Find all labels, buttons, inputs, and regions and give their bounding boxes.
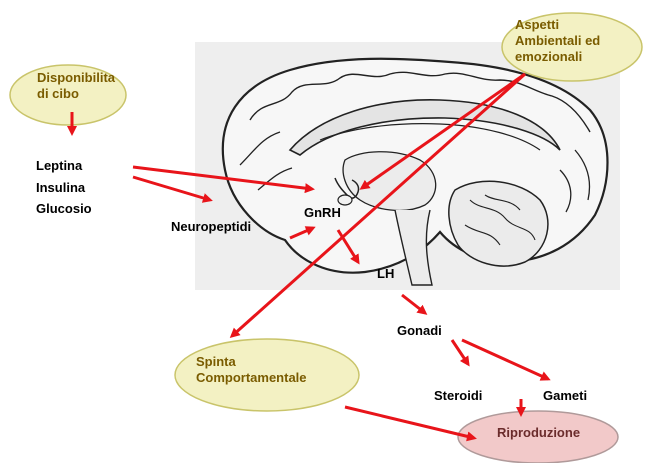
environment-label: Aspetti Ambientali ed emozionali <box>515 17 600 65</box>
arrow-gonads-to-steroids <box>452 340 468 364</box>
arrow-behavior-to-reproduction <box>345 407 474 438</box>
gnrh-label: GnRH <box>304 205 341 221</box>
pituitary <box>338 195 352 205</box>
behavior-label: Spinta Comportamentale <box>196 354 307 386</box>
gametes-label: Gameti <box>543 388 587 404</box>
food-availability-label: Disponibilita di cibo <box>37 70 115 102</box>
leptin-label: Leptina <box>36 158 82 174</box>
glucose-label: Glucosio <box>36 201 92 217</box>
steroids-label: Steroidi <box>434 388 482 404</box>
arrow-gonads-to-gametes <box>462 340 548 379</box>
reproduction-label: Riproduzione <box>497 425 580 441</box>
gonads-label: Gonadi <box>397 323 442 339</box>
neuropeptides-label: Neuropeptidi <box>171 219 251 235</box>
arrow-lh-to-gonads <box>402 295 425 313</box>
lh-label: LH <box>377 266 394 282</box>
insulin-label: Insulina <box>36 180 85 196</box>
